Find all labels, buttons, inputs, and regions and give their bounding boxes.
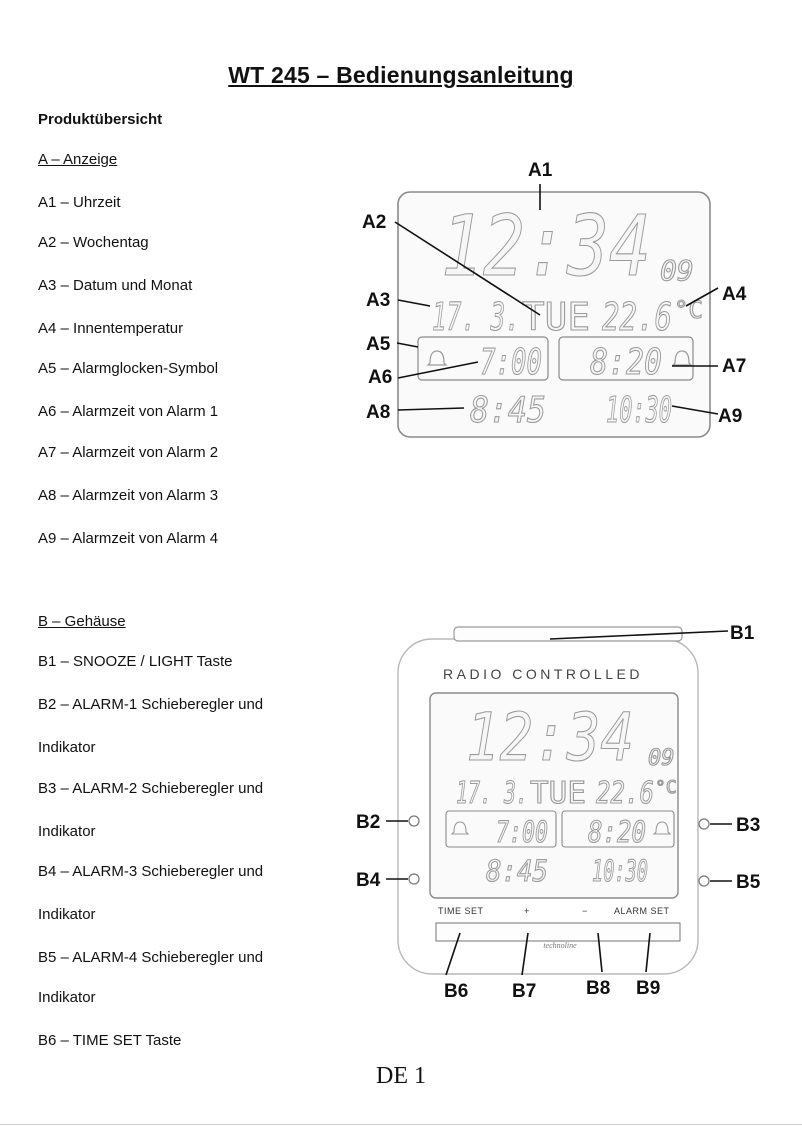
housing-alarm2-box — [561, 810, 675, 848]
list-item-b2-cont: Indikator — [38, 739, 96, 756]
alarm2-slider[interactable] — [698, 818, 710, 830]
list-item-b6: B6 – TIME SET Taste — [38, 1032, 182, 1049]
housing-diagram: RADIO CONTROLLED 12:34 09 17. 3. TUE 22.… — [356, 623, 761, 1002]
housing-lcd-alarm2: 8:20 — [588, 815, 646, 849]
bell-icon — [426, 350, 448, 366]
lcd-alarm1: 7:00 — [480, 342, 542, 383]
list-item-b1: B1 – SNOOZE / LIGHT Taste — [38, 653, 233, 670]
lcd-alarm3: 8:45 — [470, 390, 546, 431]
list-item-b3-cont: Indikator — [38, 823, 96, 840]
label-b8: B8 — [586, 978, 610, 999]
page-bottom-rule — [0, 1124, 802, 1125]
lcd-frame — [397, 191, 711, 438]
housing-lcd-time: 12:34 — [466, 699, 634, 776]
brand-logo: technoline — [543, 941, 577, 950]
label-b2: B2 — [356, 812, 380, 833]
list-item-b5-cont: Indikator — [38, 989, 96, 1006]
lcd-seconds: 09 — [660, 254, 694, 287]
plus-label: + — [524, 906, 530, 916]
lcd-time: 12:34 — [441, 197, 651, 295]
button-strip — [435, 922, 681, 942]
label-b4: B4 — [356, 870, 381, 891]
housing-lcd-weekday: TUE — [530, 776, 586, 811]
housing-lcd-alarm3: 8:45 — [486, 854, 548, 888]
list-item-a4: A4 – Innentemperatur — [38, 320, 184, 337]
label-b7: B7 — [512, 981, 536, 1002]
housing-lcd-alarm1: 7:00 — [496, 815, 548, 849]
list-item-a8: A8 – Alarmzeit von Alarm 3 — [38, 487, 219, 504]
label-a8: A8 — [366, 402, 390, 423]
list-item-b4-cont: Indikator — [38, 906, 96, 923]
housing-lcd-date: 17. 3. — [456, 776, 528, 811]
housing-alarm1-box — [445, 810, 557, 848]
label-b9: B9 — [636, 978, 660, 999]
label-a6: A6 — [368, 367, 392, 388]
label-a2: A2 — [362, 212, 386, 233]
alarm4-slider[interactable] — [698, 875, 710, 887]
label-a1: A1 — [528, 160, 553, 181]
alarm1-box — [417, 336, 549, 381]
brand-text: RADIO CONTROLLED — [443, 666, 643, 682]
label-a3: A3 — [366, 290, 390, 311]
housing-lcd-alarm4: 10:30 — [592, 854, 648, 888]
housing-lcd-temperature: 22.6 — [596, 776, 654, 811]
lcd-date: 17. 3. — [432, 295, 520, 339]
label-b3: B3 — [736, 815, 760, 836]
list-item-a7: A7 – Alarmzeit von Alarm 2 — [38, 444, 219, 461]
display-diagram: 12:34 09 17. 3. TUE 22.6 °C 7:00 8:20 8:… — [362, 160, 747, 438]
section-a-heading: A – Anzeige — [38, 151, 118, 168]
list-item-b3: B3 – ALARM-2 Schieberegler und — [38, 780, 264, 797]
list-item-a3: A3 – Datum und Monat — [38, 277, 193, 294]
bell-icon-right — [671, 350, 693, 366]
alarm2-box — [558, 336, 694, 381]
label-a9: A9 — [718, 406, 742, 427]
alarm-set-label: ALARM SET — [614, 906, 670, 916]
page-number: DE 1 — [376, 1063, 426, 1089]
lcd-alarm2: 8:20 — [590, 342, 662, 383]
section-b-heading: B – Gehäuse — [38, 613, 126, 630]
minus-label: − — [582, 906, 588, 916]
label-a4: A4 — [722, 284, 747, 305]
alarm1-slider[interactable] — [408, 815, 420, 827]
housing-bell-icon — [450, 821, 470, 835]
housing-bell-icon-right — [652, 821, 672, 835]
housing-lcd-seconds: 09 — [648, 746, 675, 771]
list-item-b4: B4 – ALARM-3 Schieberegler und — [38, 863, 264, 880]
lcd-temp-unit: °C — [674, 296, 703, 324]
list-item-a9: A9 – Alarmzeit von Alarm 4 — [38, 530, 219, 547]
alarm3-slider[interactable] — [408, 873, 420, 885]
lcd-weekday: TUE — [522, 295, 590, 339]
time-set-label: TIME SET — [438, 906, 484, 916]
page-title: WT 245 – Bedienungsanleitung — [228, 62, 574, 88]
list-item-b5: B5 – ALARM-4 Schieberegler und — [38, 949, 264, 966]
list-item-a6: A6 – Alarmzeit von Alarm 1 — [38, 403, 219, 420]
label-b5: B5 — [736, 872, 761, 893]
lcd-temperature: 22.6 — [602, 295, 672, 339]
label-b1: B1 — [730, 623, 755, 644]
list-item-a5: A5 – Alarmglocken-Symbol — [38, 360, 219, 377]
overview-heading: Produktübersicht — [38, 111, 163, 128]
snooze-bar[interactable] — [453, 626, 683, 642]
label-a5: A5 — [366, 334, 391, 355]
list-item-b2: B2 – ALARM-1 Schieberegler und — [38, 696, 264, 713]
label-b6: B6 — [444, 981, 468, 1002]
list-item-a1: A1 – Uhrzeit — [38, 194, 121, 211]
list-item-a2: A2 – Wochentag — [38, 234, 149, 251]
lcd-alarm4: 10:30 — [606, 390, 672, 431]
housing-lcd-temp-unit: °C — [655, 777, 677, 798]
label-a7: A7 — [722, 356, 746, 377]
